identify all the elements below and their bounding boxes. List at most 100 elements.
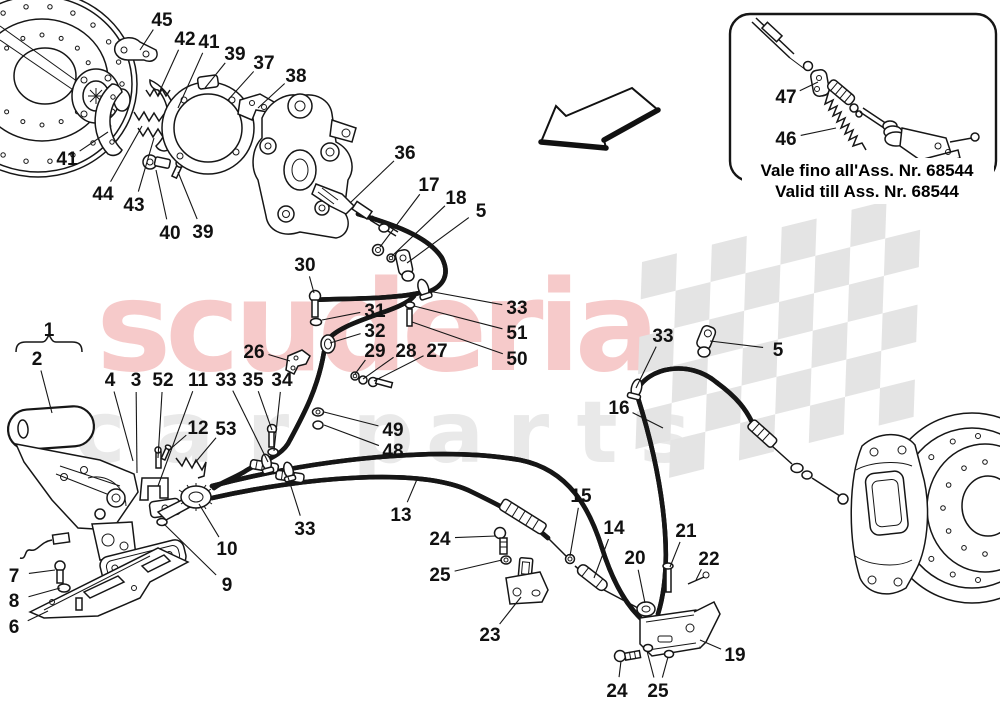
callout-50[interactable]: 50 — [506, 349, 527, 370]
callout-20[interactable]: 20 — [624, 548, 645, 569]
callout-47[interactable]: 47 — [775, 87, 796, 108]
callout-16[interactable]: 16 — [608, 398, 629, 419]
callout-8[interactable]: 8 — [9, 591, 20, 612]
watermark-letter: t — [576, 383, 617, 483]
callout-21[interactable]: 21 — [675, 521, 697, 542]
callout-32[interactable]: 32 — [364, 321, 385, 342]
callout-24[interactable]: 24 — [606, 681, 628, 701]
callout-22[interactable]: 22 — [698, 549, 719, 570]
callout-12[interactable]: 12 — [187, 418, 208, 439]
callout-38[interactable]: 38 — [285, 66, 306, 87]
callout-35[interactable]: 35 — [242, 370, 264, 391]
callout-28[interactable]: 28 — [395, 341, 416, 362]
leader-line — [709, 340, 764, 349]
callout-1[interactable]: 1 — [44, 320, 55, 341]
knuckle-assembly — [252, 93, 357, 239]
leader-line — [268, 353, 291, 362]
leader-line — [28, 569, 56, 574]
callout-26[interactable]: 26 — [243, 342, 264, 363]
callout-25[interactable]: 25 — [647, 681, 669, 701]
callout-10[interactable]: 10 — [216, 539, 237, 560]
leader-line — [157, 390, 194, 487]
cable-bracket-23 — [505, 571, 549, 605]
callout-11[interactable]: 11 — [188, 370, 209, 391]
callout-53[interactable]: 53 — [215, 419, 236, 440]
leader-line — [157, 49, 180, 96]
inset-spring — [821, 92, 867, 151]
watermark-scuderia: scuderia — [96, 253, 653, 400]
handbrake-lever-assembly — [6, 333, 305, 561]
callout-43[interactable]: 43 — [123, 195, 144, 216]
callout-24[interactable]: 24 — [429, 529, 451, 550]
group-brace — [15, 333, 83, 353]
leader-line — [362, 356, 394, 380]
leader-line — [204, 62, 226, 89]
callout-40[interactable]: 40 — [159, 223, 180, 244]
callout-19[interactable]: 19 — [724, 645, 745, 666]
callout-25[interactable]: 25 — [429, 565, 451, 586]
callout-34[interactable]: 34 — [271, 370, 293, 391]
callout-45[interactable]: 45 — [151, 10, 173, 31]
callout-3[interactable]: 3 — [131, 370, 142, 391]
callout-6[interactable]: 6 — [9, 617, 20, 638]
callout-18[interactable]: 18 — [445, 188, 466, 209]
leader-line — [27, 610, 49, 622]
callout-17[interactable]: 17 — [418, 175, 439, 196]
callout-7[interactable]: 7 — [9, 566, 20, 587]
callout-48[interactable]: 48 — [382, 441, 403, 462]
leader-line — [139, 29, 154, 51]
callout-41[interactable]: 41 — [198, 32, 220, 53]
leader-line — [155, 169, 168, 220]
switch-plug — [51, 532, 71, 545]
leader-line — [427, 290, 503, 306]
callout-13[interactable]: 13 — [390, 505, 411, 526]
callout-39[interactable]: 39 — [192, 222, 213, 243]
callout-52[interactable]: 52 — [152, 370, 173, 391]
equalizer — [156, 483, 213, 521]
leader-line — [618, 660, 622, 678]
callout-51[interactable]: 51 — [506, 323, 528, 344]
callout-41[interactable]: 41 — [56, 149, 78, 170]
callout-27[interactable]: 27 — [426, 341, 447, 362]
callout-44[interactable]: 44 — [92, 184, 114, 205]
leader-line — [454, 559, 503, 572]
leader-line — [198, 503, 220, 538]
callout-33[interactable]: 33 — [506, 298, 527, 319]
callout-4[interactable]: 4 — [105, 370, 116, 391]
inset-caption-line1: Vale fino all'Ass. Nr. 68544 — [761, 161, 974, 180]
callout-33[interactable]: 33 — [294, 519, 315, 540]
callout-14[interactable]: 14 — [603, 518, 625, 539]
leader-line — [193, 437, 217, 465]
leader-line — [406, 217, 470, 264]
leader-line — [349, 160, 395, 204]
callout-39[interactable]: 39 — [224, 44, 245, 65]
leader-line — [635, 346, 657, 389]
leader-line — [232, 390, 269, 463]
callout-2[interactable]: 2 — [32, 349, 43, 370]
caliper-disc-assembly — [811, 412, 1000, 604]
callout-31[interactable]: 31 — [364, 301, 386, 322]
callout-33[interactable]: 33 — [652, 326, 673, 347]
callout-15[interactable]: 15 — [570, 486, 592, 507]
callout-36[interactable]: 36 — [394, 143, 415, 164]
callout-42[interactable]: 42 — [174, 29, 195, 50]
direction-arrow — [538, 86, 661, 151]
callout-23[interactable]: 23 — [479, 625, 500, 646]
callout-49[interactable]: 49 — [382, 420, 403, 441]
callout-30[interactable]: 30 — [294, 255, 315, 276]
return-spring — [175, 456, 207, 479]
watermark-letter: a — [426, 383, 484, 483]
callout-5[interactable]: 5 — [476, 201, 487, 222]
leader-line — [593, 538, 610, 579]
leader-line — [499, 596, 522, 625]
callout-37[interactable]: 37 — [253, 53, 274, 74]
leader-line — [646, 650, 655, 678]
callout-5[interactable]: 5 — [773, 340, 784, 361]
callout-46[interactable]: 46 — [775, 129, 796, 150]
leader-line — [110, 125, 143, 183]
leader-line — [227, 71, 255, 101]
callout-33[interactable]: 33 — [215, 370, 236, 391]
callout-29[interactable]: 29 — [364, 341, 385, 362]
callout-9[interactable]: 9 — [222, 575, 233, 596]
